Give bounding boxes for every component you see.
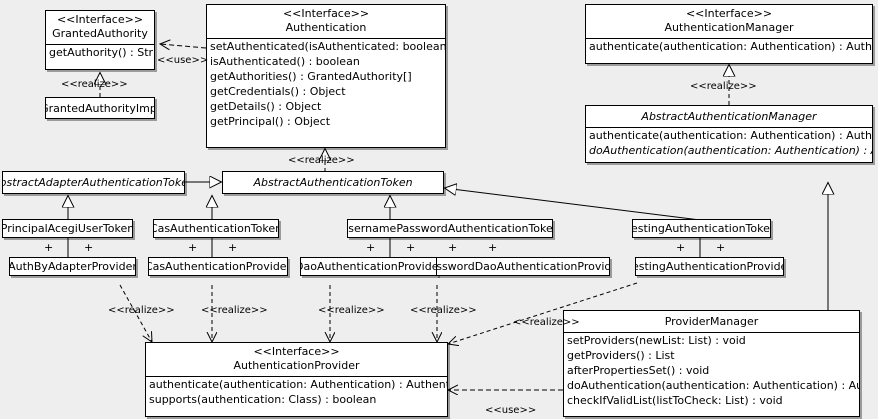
class-authentication-manager-operations: authenticate(authentication: Authenticat… (586, 39, 872, 54)
operation: authenticate(authentication: Authenticat… (149, 378, 448, 391)
association-marker-plus: + (84, 241, 94, 254)
class-abstract-authentication-token[interactable]: AbstractAuthenticationToken (222, 171, 444, 194)
class-authentication-manager-separator (586, 38, 872, 39)
class-provider-manager-name: ProviderManager (664, 315, 759, 328)
class-dao-authentication-provider-name: DaoAuthenticationProvider (300, 260, 438, 273)
class-authentication-provider-stereotype: <<Interface>> (253, 345, 340, 358)
class-authentication-manager-stereotype: <<Interface>> (685, 7, 773, 20)
association-marker-plus: + (228, 241, 238, 254)
class-granted-authority-operations: getAuthority() : String (46, 45, 154, 60)
class-username-password-authentication-token-name: UsernamePasswordAuthenticationToken (347, 222, 553, 235)
operation: getProviders() : List (567, 349, 675, 362)
relationship-label-realize-provider-manager: <<realize>> (513, 317, 580, 328)
class-authentication[interactable]: <<Interface>> Authentication setAuthenti… (206, 4, 446, 148)
class-authentication-provider-operations: authenticate(authentication: Authenticat… (146, 377, 447, 407)
class-abstract-authentication-manager[interactable]: AbstractAuthenticationManager authentica… (585, 105, 873, 163)
class-testing-authentication-token-name: TestingAuthenticationToken (632, 222, 771, 235)
class-authentication-separator (207, 38, 445, 39)
class-authentication-provider-name: AuthenticationProvider (233, 359, 360, 372)
operation: getCredentials() : Object (210, 85, 346, 98)
operation: doAuthentication(authentication: Authent… (567, 379, 859, 392)
association-marker-plus: + (448, 241, 458, 254)
association-marker-plus: + (488, 241, 498, 254)
class-cas-authentication-token-name: CasAuthenticationToken (153, 222, 279, 235)
relationship-label-realize-abstract-authentication-token: <<realize>> (288, 155, 355, 166)
operation: authenticate(authentication: Authenticat… (589, 129, 872, 142)
operation: supports(authentication: Class) : boolea… (149, 393, 377, 406)
class-granted-authority-impl-name: GrantedAuthorityImpl (45, 101, 155, 115)
class-granted-authority-stereotype: <<Interface>> (56, 13, 144, 26)
class-provider-manager-separator (564, 332, 859, 333)
operation: getAuthorities() : GrantedAuthority[] (210, 70, 412, 83)
class-provider-manager[interactable]: ProviderManager setProviders(newList: Li… (563, 310, 860, 417)
relationship-label-realize-granted-authority-impl: <<realize>> (61, 79, 128, 90)
operation: doAuthentication(authentication: Authent… (589, 144, 872, 157)
class-granted-authority-name: GrantedAuthority (52, 27, 148, 40)
class-provider-manager-operations: setProviders(newList: List) : void getPr… (564, 333, 859, 408)
class-auth-by-adapter-provider-name: AuthByAdapterProvider (9, 260, 136, 273)
class-cas-authentication-token[interactable]: CasAuthenticationToken (153, 219, 279, 238)
class-abstract-authentication-manager-name: AbstractAuthenticationManager (641, 110, 817, 123)
class-abstract-adapter-authentication-token[interactable]: AbstractAdapterAuthenticationToken (2, 171, 185, 194)
class-granted-authority-impl[interactable]: GrantedAuthorityImpl (45, 97, 155, 119)
relationship-label-realize-auth-by-adapter: <<realize>> (108, 305, 175, 316)
association-marker-plus: + (188, 241, 198, 254)
relationship-label-realize-cas-provider: <<realize>> (201, 305, 268, 316)
class-password-dao-authentication-provider-name: PasswordDaoAuthenticationProvider (436, 260, 609, 273)
operation: isAuthenticated() : boolean (210, 55, 360, 68)
class-principal-acegi-user-token-name: PrincipalAcegiUserToken (2, 222, 133, 235)
operation: getPrincipal() : Object (210, 115, 331, 128)
operation: getAuthority() : String (49, 46, 154, 59)
relationship-label-realize-password-dao-provider: <<realize>> (410, 305, 477, 316)
association-marker-plus: + (406, 241, 416, 254)
operation: setAuthenticated(isAuthenticated: boolea… (210, 40, 446, 53)
relationship-label-realize-dao-provider: <<realize>> (318, 305, 385, 316)
class-authentication-name: Authentication (285, 21, 367, 34)
class-authentication-provider-separator (146, 376, 447, 377)
class-principal-acegi-user-token[interactable]: PrincipalAcegiUserToken (2, 219, 133, 238)
association-marker-plus: + (44, 241, 54, 254)
operation: getDetails() : Object (210, 100, 322, 113)
class-testing-authentication-provider[interactable]: TestingAuthenticationProvider (635, 257, 784, 276)
relationship-label-realize-abstract-authentication-manager: <<realize>> (690, 81, 757, 92)
class-dao-authentication-provider[interactable]: DaoAuthenticationProvider (300, 257, 438, 276)
operation: afterPropertiesSet() : void (567, 364, 710, 377)
class-authentication-manager[interactable]: <<Interface>> AuthenticationManager auth… (585, 4, 873, 64)
operation: checkIfValidList(listToCheck: List) : vo… (567, 394, 783, 407)
class-cas-authentication-provider[interactable]: CasAuthenticationProvider (148, 257, 288, 276)
operation: setProviders(newList: List) : void (567, 334, 746, 347)
association-marker-plus: + (366, 241, 376, 254)
class-password-dao-authentication-provider[interactable]: PasswordDaoAuthenticationProvider (436, 257, 610, 276)
class-authentication-operations: setAuthenticated(isAuthenticated: boolea… (207, 39, 445, 129)
class-abstract-authentication-token-name: AbstractAuthenticationToken (253, 176, 413, 189)
class-authentication-provider[interactable]: <<Interface>> AuthenticationProvider aut… (145, 342, 448, 417)
class-authentication-manager-name: AuthenticationManager (664, 21, 794, 34)
association-marker-plus: + (716, 241, 726, 254)
class-username-password-authentication-token[interactable]: UsernamePasswordAuthenticationToken (347, 219, 553, 238)
association-marker-plus: + (676, 241, 686, 254)
class-auth-by-adapter-provider[interactable]: AuthByAdapterProvider (9, 257, 136, 276)
class-authentication-stereotype: <<Interface>> (282, 7, 370, 20)
class-abstract-authentication-manager-operations: authenticate(authentication: Authenticat… (586, 128, 872, 158)
relationship-label-use-provider-manager: <<use>> (485, 405, 537, 416)
operation: authenticate(authentication: Authenticat… (589, 40, 872, 53)
class-testing-authentication-provider-name: TestingAuthenticationProvider (635, 260, 784, 273)
class-granted-authority-separator (46, 44, 154, 45)
class-abstract-authentication-manager-separator (586, 127, 872, 128)
class-cas-authentication-provider-name: CasAuthenticationProvider (148, 260, 288, 273)
class-testing-authentication-token[interactable]: TestingAuthenticationToken (632, 219, 771, 238)
relationship-label-use-granted-authority: <<use>> (157, 55, 209, 66)
class-abstract-adapter-authentication-token-name: AbstractAdapterAuthenticationToken (2, 176, 185, 189)
class-granted-authority[interactable]: <<Interface>> GrantedAuthority getAuthor… (45, 10, 155, 70)
